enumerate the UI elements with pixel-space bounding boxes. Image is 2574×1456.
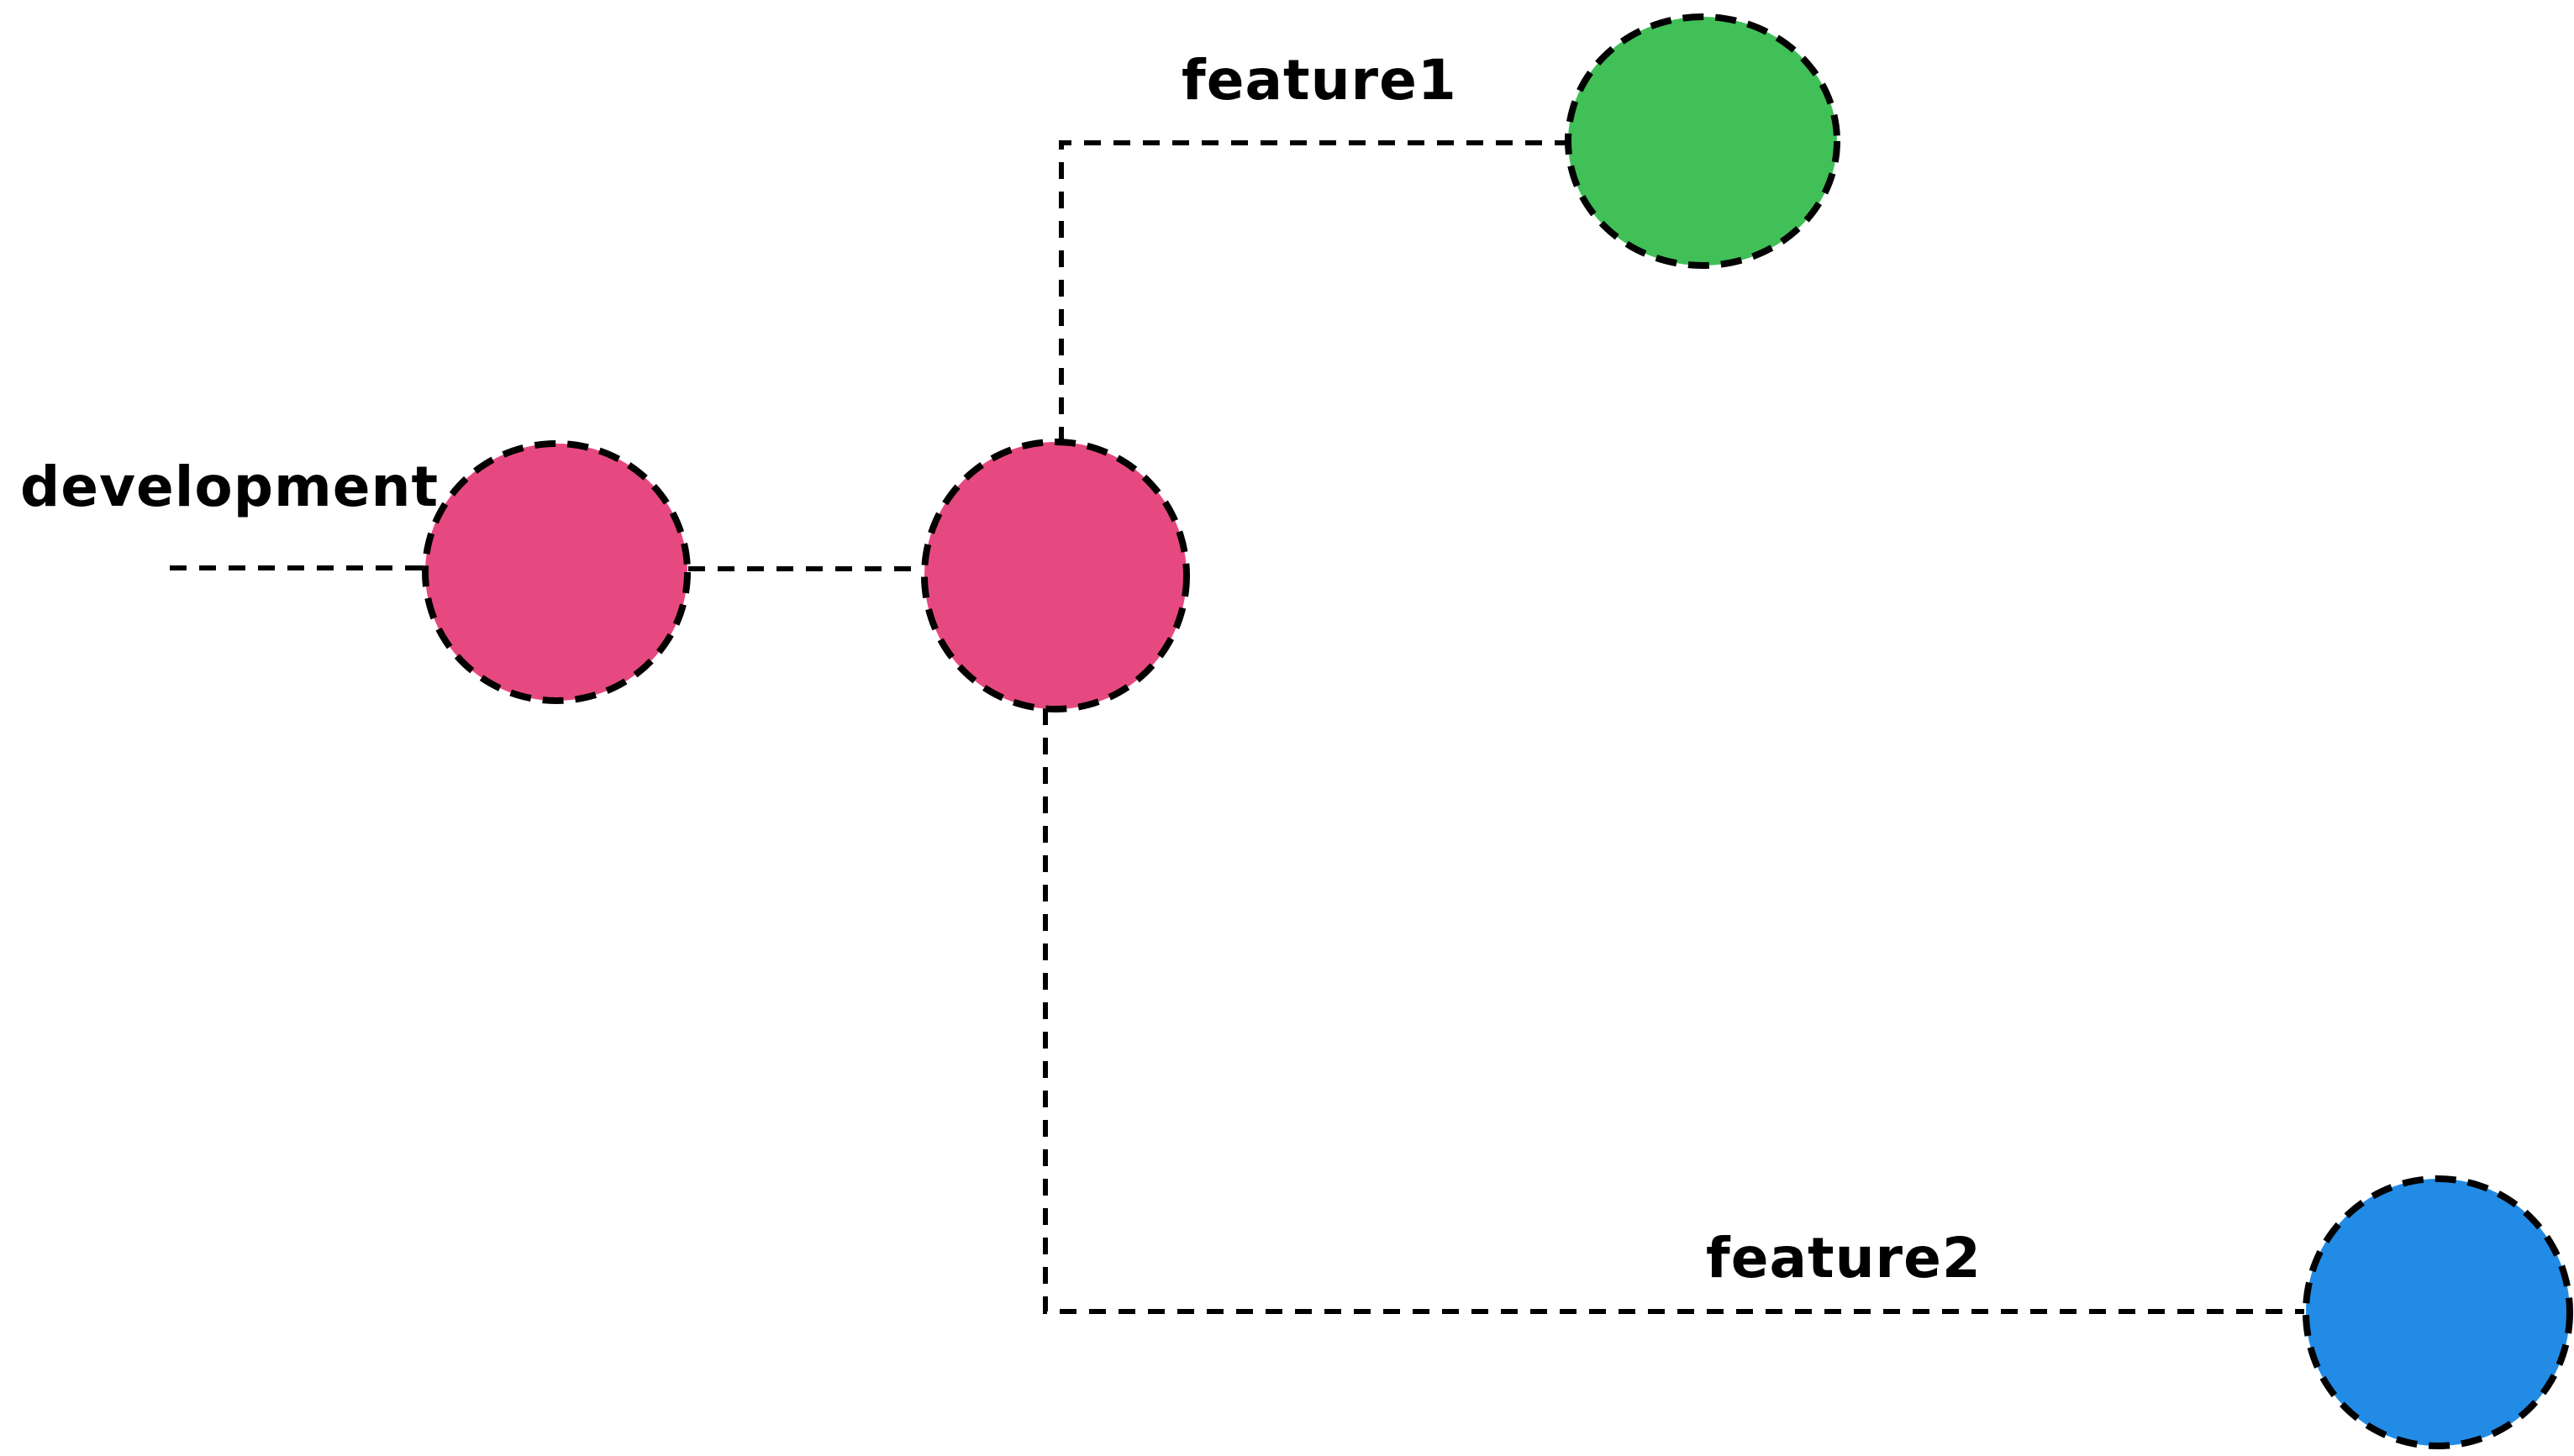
commit-node-feature1 — [1565, 13, 1840, 269]
feature2-branch-label: feature2 — [1706, 1226, 1982, 1290]
feature1-branch-label: feature1 — [1182, 48, 1457, 113]
commit-node-development-2 — [921, 439, 1190, 712]
commit-node-feature2 — [2303, 1175, 2573, 1449]
feature1-branch-line — [1059, 140, 1566, 444]
commit-node-development-1 — [422, 440, 691, 704]
feature2-branch-line — [1043, 708, 2304, 1314]
development-branch-label: development — [20, 455, 439, 519]
